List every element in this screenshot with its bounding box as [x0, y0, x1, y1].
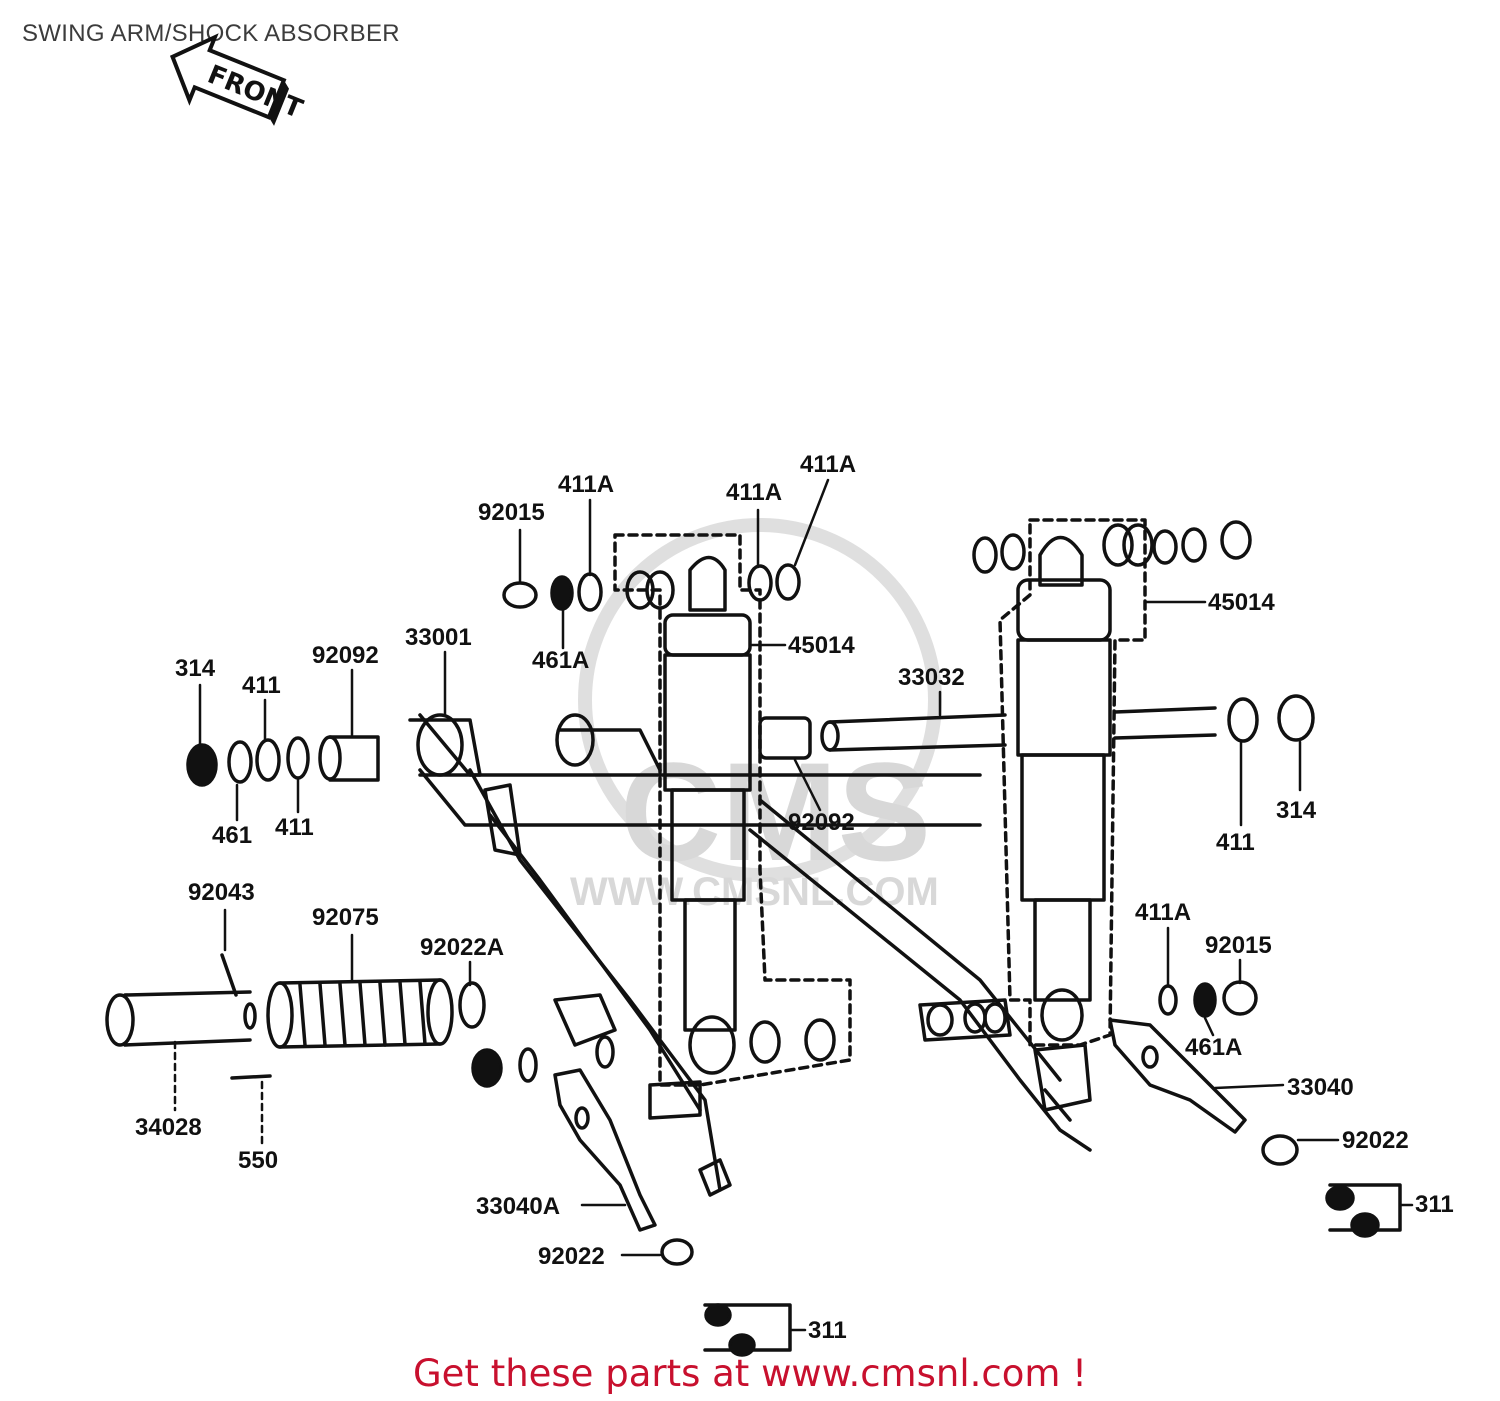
callout-label: 311: [808, 1317, 847, 1344]
swing-arm: [408, 713, 1092, 1197]
callout-label: 92075: [312, 904, 379, 931]
parts-link-banner[interactable]: Get these parts at www.cmsnl.com !: [412, 1352, 1087, 1395]
callout-label: 411: [242, 672, 281, 699]
callout-label: 34028: [135, 1114, 202, 1141]
callout-label: 92022A: [420, 934, 504, 961]
callout-label: 411A: [800, 451, 856, 478]
callout-label: 92015: [478, 499, 545, 526]
callout-label: 33032: [898, 664, 965, 691]
callout-label: 550: [238, 1147, 278, 1174]
callout-label: 33001: [405, 624, 472, 651]
axle-nuts: [703, 1183, 1402, 1357]
coil-spring: [266, 978, 615, 1088]
callout-label: 45014: [788, 632, 855, 659]
callout-label: 33040: [1287, 1074, 1354, 1101]
callout-label: 33040A: [476, 1193, 560, 1220]
callout-label: 461A: [1185, 1034, 1242, 1061]
callout-label: 461A: [532, 647, 589, 674]
callout-label: 411: [1216, 829, 1255, 856]
callout-label: 411A: [1135, 899, 1191, 926]
callout-label: 45014: [1208, 589, 1275, 616]
callout-label: 314: [175, 655, 216, 682]
callout-label: 92015: [1205, 932, 1272, 959]
right-shock-absorber: [998, 518, 1154, 1047]
brake-pedal-pin: [105, 953, 272, 1080]
callout-label: 92043: [188, 879, 255, 906]
callout-label: 311: [1415, 1191, 1454, 1218]
watermark-url: WWW.CMSNL.COM: [570, 870, 939, 914]
left-pivot-hardware: [186, 735, 380, 787]
callout-label: 92092: [788, 809, 855, 836]
left-chain-adjuster: [553, 1068, 694, 1266]
left-shock-absorber: [613, 533, 852, 1087]
pivot-axle: [758, 694, 1315, 760]
callout-label: 461: [212, 822, 252, 849]
callout-labels: 411A 411A 411A 92015 461A 45014 314 411 …: [135, 451, 1454, 1344]
callout-label: 314: [1276, 797, 1317, 824]
callout-label: 92022: [538, 1243, 605, 1270]
callout-label: 411: [275, 814, 314, 841]
leader-lines: [173, 478, 1414, 1332]
front-arrow-icon: FRONT: [169, 33, 307, 126]
right-chain-adjuster: [1108, 980, 1299, 1166]
callout-label: 92022: [1342, 1127, 1409, 1154]
upper-right-fasteners: [972, 520, 1252, 574]
callout-label: 92092: [312, 642, 379, 669]
callout-label: 411A: [558, 471, 614, 498]
callout-label: 411A: [726, 479, 782, 506]
upper-left-fasteners: [502, 563, 801, 612]
